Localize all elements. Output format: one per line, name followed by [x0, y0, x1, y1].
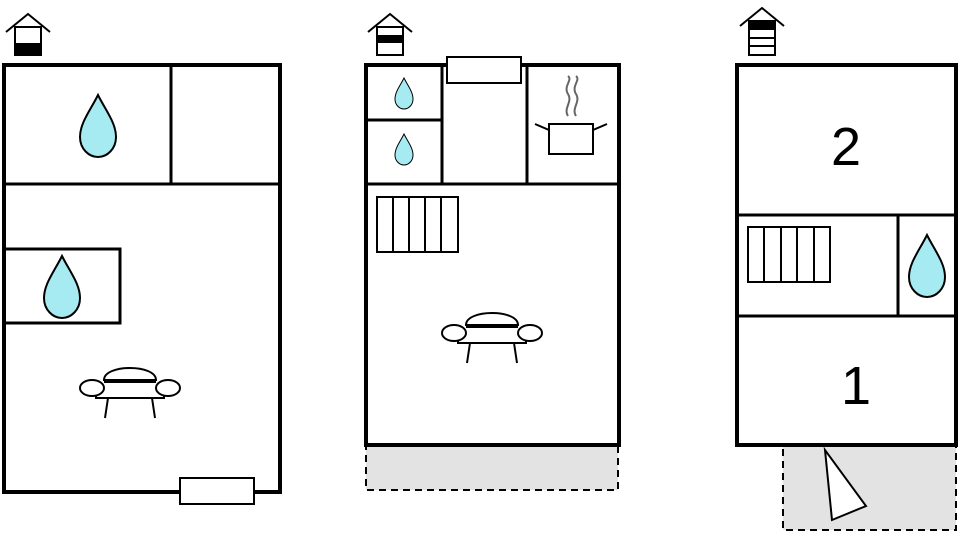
sofa-icon: [441, 312, 543, 364]
stairs-icon: [747, 226, 831, 283]
house-level-icon: [367, 12, 413, 56]
floor-outline: [735, 63, 958, 447]
floor-outline: [2, 63, 282, 494]
house-level-icon: [739, 6, 785, 56]
north-arrow-icon: [823, 446, 868, 522]
water-drop-icon: [394, 133, 414, 166]
sofa-icon: [79, 367, 181, 419]
floor-plan-ground: [2, 12, 282, 505]
stairs-icon: [376, 196, 459, 253]
house-level-icon: [5, 12, 51, 56]
water-drop-icon: [43, 255, 81, 319]
water-drop-icon: [394, 77, 414, 110]
window-icon: [179, 477, 255, 505]
water-drop-icon: [79, 94, 117, 158]
water-drop-icon: [908, 234, 946, 298]
window-icon: [446, 56, 522, 84]
floor-plan-first: [364, 12, 621, 491]
bathroom: [2, 247, 122, 325]
terrace: [365, 445, 619, 491]
cooking-pot-icon: [534, 75, 608, 155]
floor-plan-top: 2 1: [735, 6, 958, 531]
terrace: [782, 445, 957, 531]
room-label-1: 1: [841, 356, 871, 416]
room-label-2: 2: [831, 117, 861, 177]
floor-outline: [364, 63, 621, 447]
